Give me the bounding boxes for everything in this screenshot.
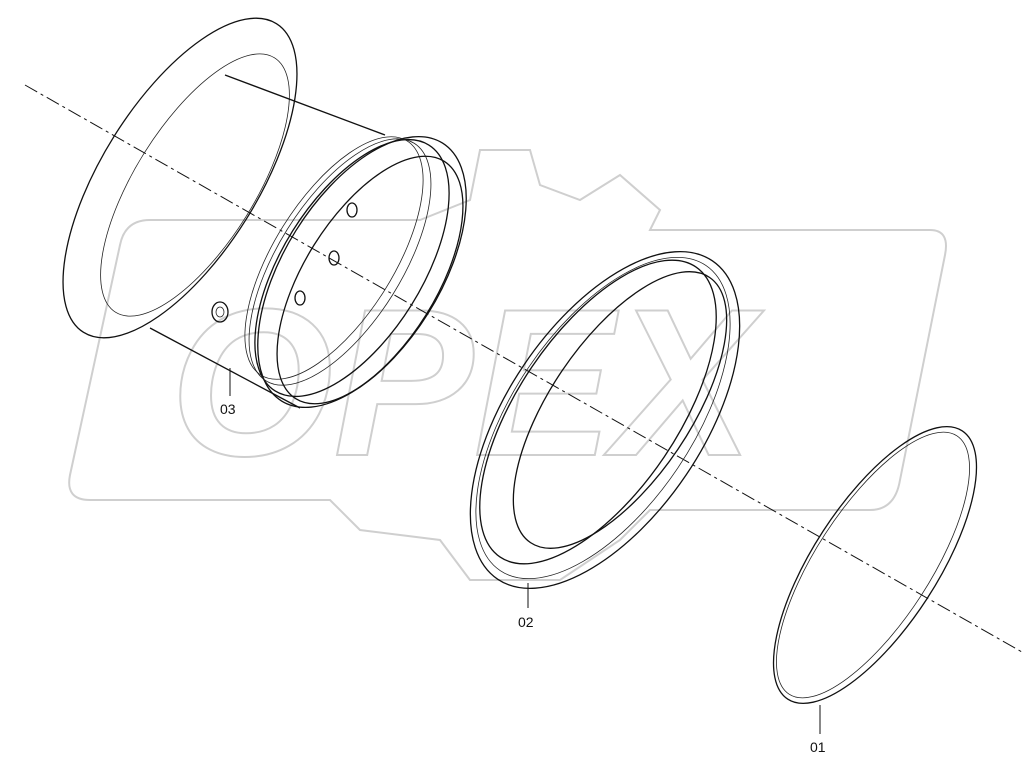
callout-01[interactable]: 01 — [810, 739, 826, 755]
callout-02[interactable]: 02 — [518, 614, 534, 630]
part-02-ring — [469, 251, 741, 589]
watermark-text: OPEX — [170, 265, 764, 500]
watermark-logo: OPEX — [68, 149, 947, 581]
part-03-drum — [62, 17, 467, 409]
callout-03[interactable]: 03 — [220, 401, 236, 417]
part-01-oring — [772, 425, 978, 705]
center-axis — [24, 84, 1023, 653]
